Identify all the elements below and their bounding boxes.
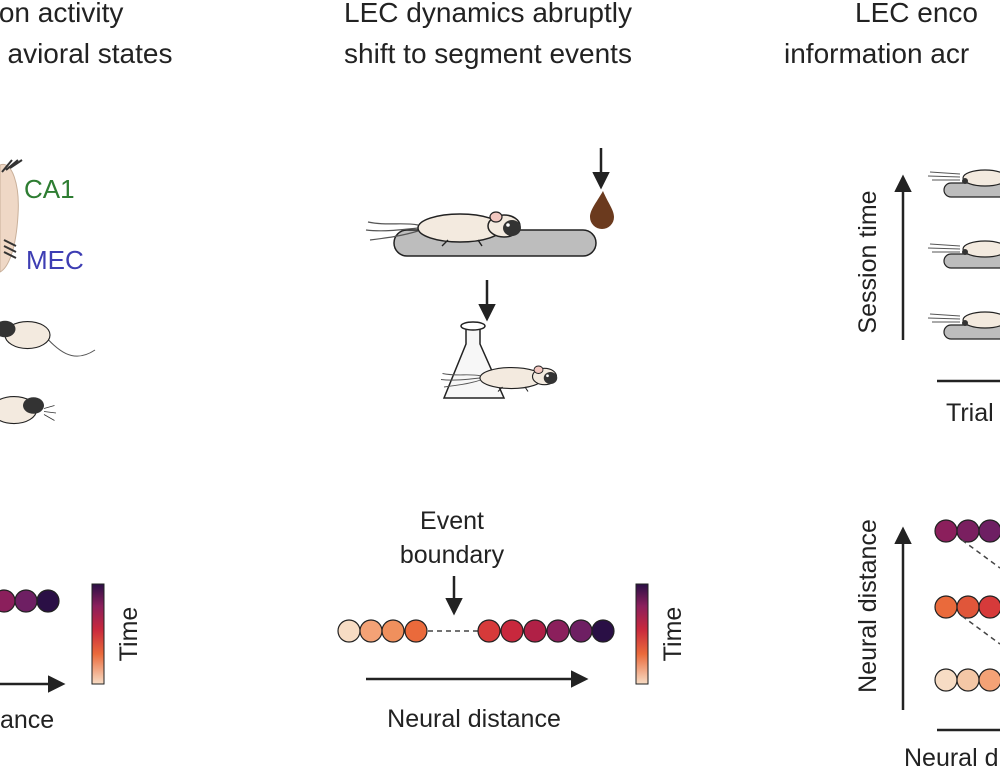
state-dot [36,589,60,613]
state-dot [0,589,16,613]
transition-dashed-line [961,615,1000,645]
middle-title-line1: LEC dynamics abruptly [344,0,632,28]
left-axis-label: ance [0,706,54,734]
state-dot [934,668,958,692]
region-label-mec: MEC [26,245,84,275]
brain-illustration [0,163,19,273]
right-panel: LEC enco information acr Session time Tr… [784,0,1000,769]
flask-rim [460,321,486,331]
trial-row [927,169,1000,198]
left-title-line2: avioral states [8,38,173,69]
water-drop-icon [590,191,614,229]
left-colorbar-label: Time [115,607,143,662]
middle-axis-label: Neural distance [387,705,561,733]
electrode-icon-2 [3,239,17,259]
state-dot [934,595,958,619]
left-title-line1: ion activity [0,0,123,28]
mouse-illustration-1 [0,320,96,357]
state-dot [978,519,1000,543]
event-boundary-label-line1: Event [420,507,484,535]
neural-distance-x-label: Neural d [904,744,999,769]
middle-colorbar-label: Time [659,607,687,662]
state-dot [978,668,1000,692]
state-dot [337,619,361,643]
event-boundary-label-line2: boundary [400,541,505,569]
state-dot [359,619,383,643]
middle-title-line2: shift to segment events [344,38,632,69]
state-dot [569,619,593,643]
right-title-line1: LEC enco [855,0,978,28]
state-dot [956,595,980,619]
state-dot [477,619,501,643]
right-title-line2: information acr [784,38,969,69]
middle-panel: LEC dynamics abruptly shift to segment e… [337,0,687,733]
state-dot [14,589,38,613]
trial-row [927,311,1000,340]
state-dot [956,519,980,543]
region-label-ca1: CA1 [24,174,75,204]
state-dot [404,619,428,643]
neural-distance-y-label: Neural distance [854,519,882,693]
trial-row [927,240,1000,269]
state-dot [956,668,980,692]
middle-colorbar [635,583,649,685]
electrode-icon [1,159,23,173]
trial-axis-label: Trial [946,399,994,427]
state-dot [978,595,1000,619]
state-dot [523,619,547,643]
state-dot [500,619,524,643]
left-panel: ion activity avioral states CA1 MEC ance… [0,0,172,734]
state-dot [381,619,405,643]
state-dot [591,619,615,643]
left-colorbar [91,583,105,685]
session-time-label: Session time [854,190,882,333]
state-dot [934,519,958,543]
transition-dashed-line [961,539,1000,569]
mouse-illustration-2 [0,395,57,425]
state-dot [546,619,570,643]
